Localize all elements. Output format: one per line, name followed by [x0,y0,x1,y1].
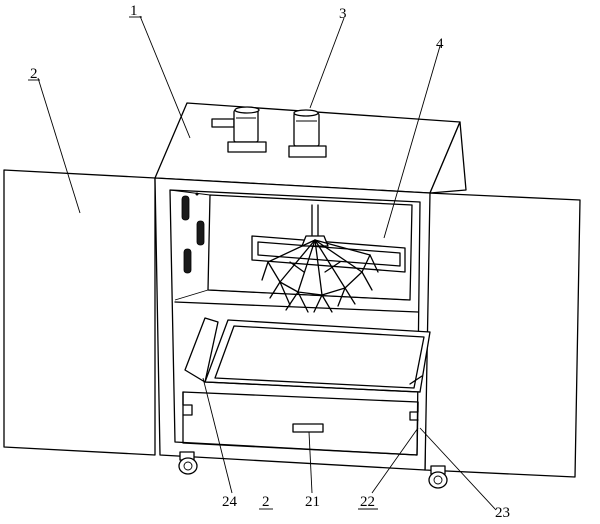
callout-23: 23 [495,505,510,519]
motor-right [288,109,327,158]
caster-left [178,451,198,475]
callout-4: 4 [436,36,444,52]
caster-right [428,465,448,489]
control-knobs [181,192,205,274]
tray [184,317,431,393]
callouts: 1 2 3 4 24 2 21 22 23 [28,3,510,521]
drawer [182,391,419,456]
callout-3: 3 [339,6,347,22]
cabinet-body [154,102,467,471]
callout-21: 21 [305,494,320,510]
callout-2-drawer: 2 [262,494,270,510]
callout-22: 22 [360,494,375,510]
callout-2-door: 2 [30,66,38,82]
left-door [3,169,156,456]
rack-assembly [251,204,406,313]
leader-lines [37,15,497,511]
callout-1: 1 [130,3,138,19]
right-door [424,192,581,478]
motor-left [211,106,267,153]
callout-24: 24 [222,494,238,510]
